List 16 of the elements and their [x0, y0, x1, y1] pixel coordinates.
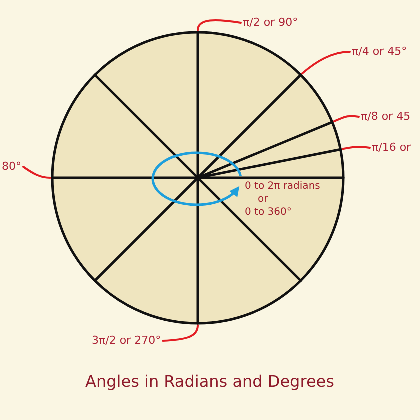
angle-label: π/8 or 45 — [361, 110, 411, 124]
angle-range-text: 0 to 2π radians — [245, 180, 320, 193]
leader-line — [342, 146, 371, 150]
angle-label: 80° — [2, 160, 22, 174]
leader-line — [301, 51, 351, 75]
angle-label: π/2 or 90° — [243, 16, 298, 30]
angle-label: π/4 or 45° — [352, 45, 408, 59]
angle-range-text: 0 to 360° — [245, 206, 292, 219]
angle-circle — [51, 31, 345, 325]
angle-label: 3π/2 or 270° — [92, 334, 162, 348]
leader-line — [333, 115, 360, 123]
angle-range-text: or — [258, 193, 268, 206]
leader-line — [162, 324, 199, 342]
angle-label: π/16 or — [372, 141, 412, 155]
diagram-title: Angles in Radians and Degrees — [86, 372, 334, 392]
leader-line — [22, 166, 52, 179]
